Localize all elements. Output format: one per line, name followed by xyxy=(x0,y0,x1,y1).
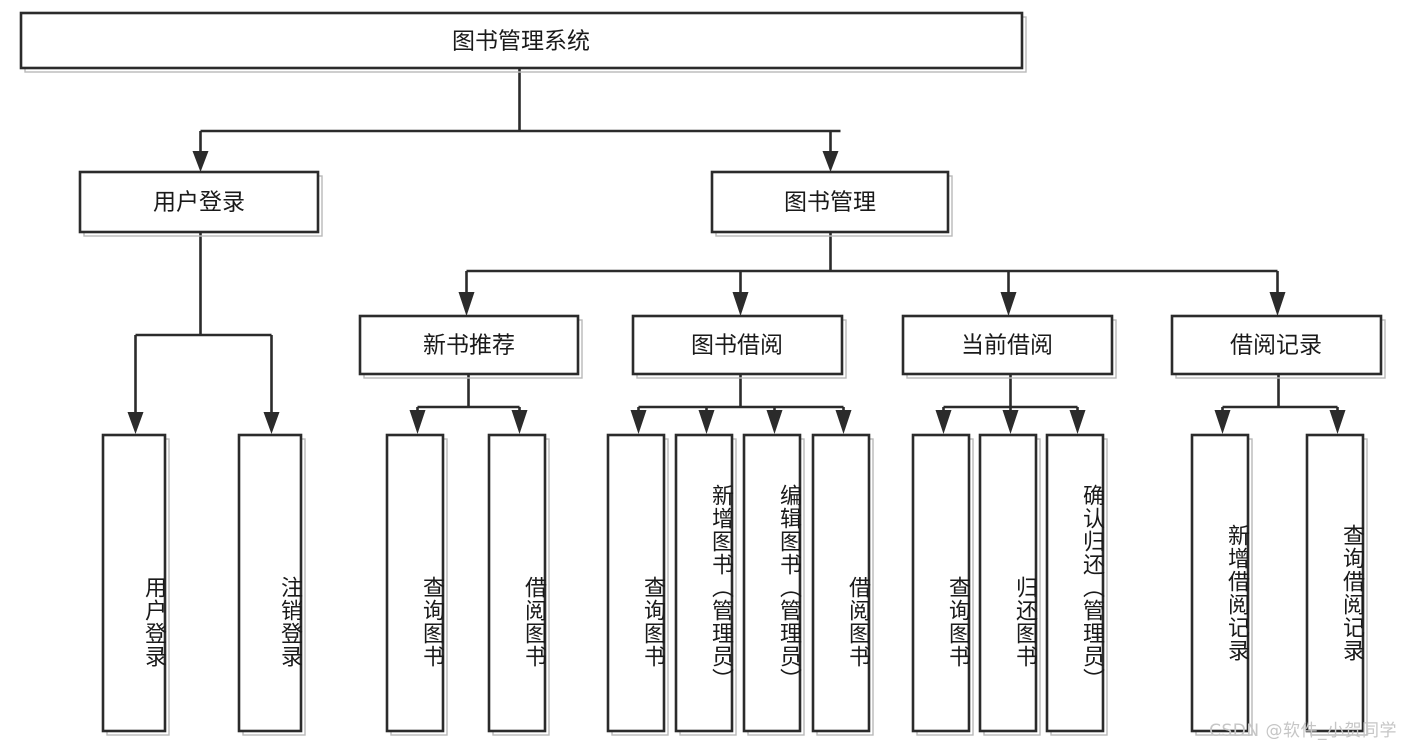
node-book-manage[interactable]: 图书管理 xyxy=(710,170,953,237)
node-book-manage-label: 图书管理 xyxy=(784,190,876,216)
node-book-borrow-label: 图书借阅 xyxy=(691,333,783,359)
node-leaf-add-record[interactable] xyxy=(1190,433,1253,736)
arrow-head-leaf-add-book xyxy=(698,410,715,434)
node-current-borrow-label: 当前借阅 xyxy=(961,333,1053,359)
edges-layer xyxy=(127,68,1346,434)
node-leaf-edit-book[interactable] xyxy=(742,433,805,736)
csdn-watermark: CSDN @软件_小贺同学 xyxy=(1209,721,1397,741)
arrow-head-book-manage xyxy=(822,151,839,172)
node-user-login-label: 用户登录 xyxy=(153,190,245,216)
node-leaf-borrow-book-1[interactable] xyxy=(487,433,550,736)
node-leaf-user-login[interactable] xyxy=(101,433,170,736)
arrow-head-leaf-query-book-2 xyxy=(630,410,647,434)
node-root-label: 图书管理系统 xyxy=(452,29,590,55)
arrow-head-leaf-borrow-book-1 xyxy=(511,410,528,434)
node-leaf-query-record[interactable] xyxy=(1305,433,1368,736)
node-user-login[interactable]: 用户登录 xyxy=(78,170,323,237)
arrow-head-leaf-query-record xyxy=(1329,410,1346,434)
arrow-head-leaf-add-record xyxy=(1214,410,1231,434)
arrow-head-user-login xyxy=(192,151,209,172)
node-leaf-logout[interactable] xyxy=(237,433,306,736)
node-leaf-query-book-1[interactable] xyxy=(385,433,448,736)
node-leaf-borrow-book-2[interactable] xyxy=(811,433,874,736)
node-new-book-rec-label: 新书推荐 xyxy=(423,333,515,359)
arrow-head-book-borrow xyxy=(732,292,749,316)
arrow-head-leaf-user-login xyxy=(127,412,144,434)
node-leaf-confirm-return[interactable] xyxy=(1045,433,1108,736)
node-leaf-query-book-2[interactable] xyxy=(606,433,669,736)
node-root[interactable]: 图书管理系统 xyxy=(19,11,1027,73)
arrow-head-leaf-borrow-book-2 xyxy=(835,410,852,434)
arrow-head-leaf-return-book xyxy=(1002,410,1019,434)
arrow-head-borrow-record xyxy=(1269,292,1286,316)
arrow-head-leaf-query-book-1 xyxy=(409,410,426,434)
arrow-head-new-book-rec xyxy=(458,292,475,316)
arrow-head-leaf-confirm-return xyxy=(1069,410,1086,434)
arrow-head-leaf-query-book-3 xyxy=(935,410,952,434)
node-new-book-rec[interactable]: 新书推荐 xyxy=(358,314,583,379)
nodes-layer: 图书管理系统 用户登录 图书管理 新书推荐 xyxy=(19,11,1386,736)
arrow-head-leaf-edit-book xyxy=(766,410,783,434)
node-leaf-add-book[interactable] xyxy=(674,433,737,736)
leaf-boxes-layer xyxy=(101,433,1368,736)
node-leaf-query-book-3[interactable] xyxy=(911,433,974,736)
node-borrow-record-label: 借阅记录 xyxy=(1230,333,1322,359)
node-current-borrow[interactable]: 当前借阅 xyxy=(901,314,1117,379)
node-borrow-record[interactable]: 借阅记录 xyxy=(1170,314,1386,379)
arrow-head-current-borrow xyxy=(1000,292,1017,316)
node-leaf-return-book[interactable] xyxy=(978,433,1041,736)
arrow-head-leaf-logout xyxy=(263,412,280,434)
node-book-borrow[interactable]: 图书借阅 xyxy=(631,314,847,379)
